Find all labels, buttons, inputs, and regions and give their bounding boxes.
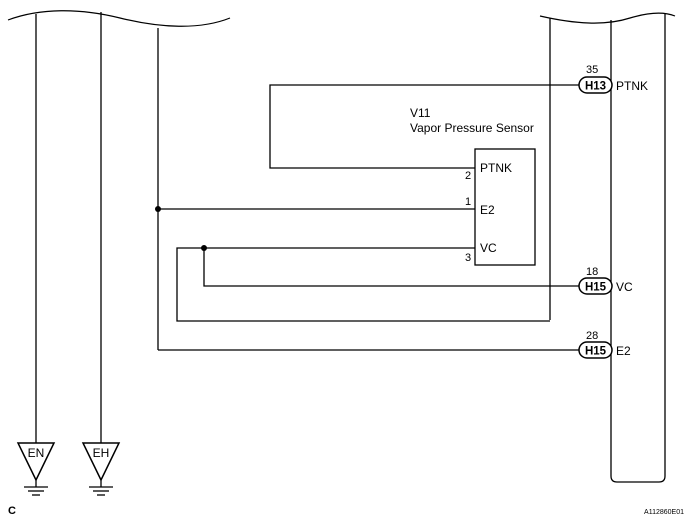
ground-label-en: EN	[28, 446, 45, 460]
pin-name-e2: E2	[480, 203, 495, 217]
ecu-pin-number-vc: 18	[586, 266, 598, 278]
connector-badge-h15-e2	[578, 341, 613, 359]
ground-triangle-en	[16, 442, 56, 482]
ecu-harness-break	[539, 12, 676, 24]
ecu-connector-ptnk: 35 H13 PTNK	[578, 64, 648, 94]
pin-number-e2: 1	[465, 196, 471, 208]
wire-vc-loop	[176, 247, 550, 322]
pin-name-ptnk: PTNK	[480, 161, 512, 175]
connector-label-h15-vc: H15	[585, 282, 607, 294]
ecu-connector-vc: 18 H15 VC	[578, 266, 633, 295]
ground-triangle-eh	[81, 442, 121, 482]
wire-ptnk	[269, 84, 580, 169]
pin-name-vc: VC	[480, 241, 497, 255]
connector-label-h13: H13	[585, 81, 606, 93]
ecu-signal-ptnk: PTNK	[616, 79, 648, 93]
corner-label: C	[8, 505, 16, 517]
component-name: Vapor Pressure Sensor	[410, 121, 534, 135]
pin-number-ptnk: 2	[465, 170, 471, 182]
ground-eh: EH	[81, 442, 121, 496]
pin-number-vc: 3	[465, 252, 471, 264]
ecu-signal-vc: VC	[616, 280, 633, 294]
ecu-outline	[610, 14, 666, 483]
left-harness-break	[7, 10, 231, 27]
ecu-pin-number-e2: 28	[586, 330, 598, 342]
connector-badge-h15-vc	[578, 277, 613, 295]
ecu-connector-e2: 28 H15 E2	[578, 330, 631, 359]
figure-id: A112860E01	[644, 509, 684, 516]
ecu-pin-number-ptnk: 35	[586, 64, 598, 76]
ground-label-eh: EH	[93, 446, 110, 460]
component-ref: V11	[410, 106, 431, 120]
wire-vc	[203, 248, 580, 287]
ecu-signal-e2: E2	[616, 344, 631, 358]
connector-label-h15-e2: H15	[585, 346, 607, 358]
ground-en: EN	[16, 442, 56, 496]
connector-badge-h13	[578, 76, 613, 94]
sensor-body	[474, 148, 536, 266]
splice-e2	[155, 206, 161, 212]
